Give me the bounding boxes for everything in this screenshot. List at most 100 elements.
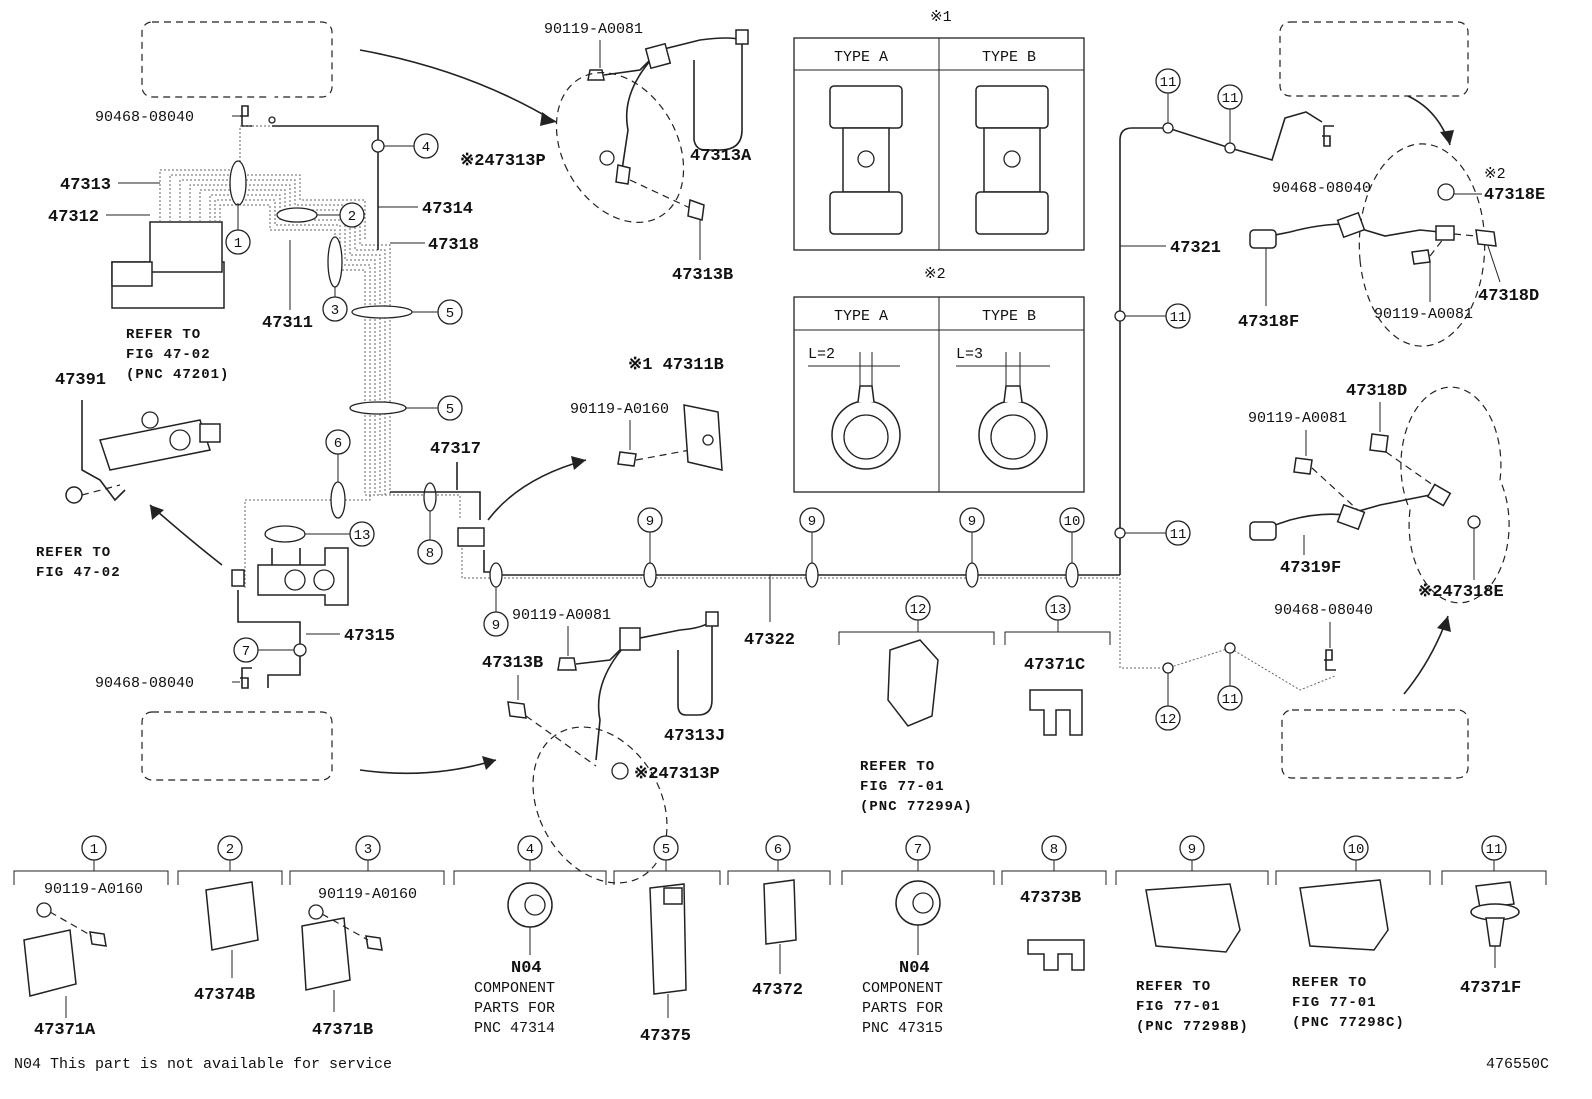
master-cylinder bbox=[99, 419, 211, 471]
legend-10-ref2: FIG 77-01 bbox=[1292, 995, 1377, 1011]
callout-2-top bbox=[339, 202, 365, 228]
callout-5b bbox=[437, 395, 463, 421]
label-90468-b: 90468-08040 bbox=[95, 675, 194, 692]
legend-10-clamp-icon bbox=[1299, 879, 1389, 951]
union-fitting bbox=[457, 527, 485, 547]
label-90119-a: 90119-A0081 bbox=[544, 21, 643, 38]
svg-text:5: 5 bbox=[446, 306, 454, 322]
svg-text:11: 11 bbox=[1222, 692, 1239, 708]
svg-text:10: 10 bbox=[1348, 842, 1365, 858]
svg-text:9: 9 bbox=[1188, 842, 1196, 858]
label-90468-a: 90468-08040 bbox=[95, 109, 194, 126]
type-notes: ※1 TYPE A TYPE B ※2 TYPE A TYPE B L=2 L=… bbox=[793, 9, 1085, 493]
callout-13-top bbox=[349, 521, 375, 547]
clamp-6 bbox=[330, 481, 346, 519]
legend-4-desc2: PARTS FOR bbox=[474, 1000, 555, 1017]
wheel-area-bottom-left bbox=[141, 711, 333, 781]
svg-text:9: 9 bbox=[646, 514, 654, 530]
legend-10-ref3: (PNC 77298C) bbox=[1292, 1015, 1405, 1031]
legend-7-desc1: COMPONENT bbox=[862, 980, 943, 997]
svg-text:9: 9 bbox=[808, 514, 816, 530]
callout-5a bbox=[437, 299, 463, 325]
label-47313J: 47313J bbox=[664, 727, 725, 746]
legend-4-part: N04 bbox=[511, 959, 542, 978]
callout-9-b bbox=[799, 507, 825, 533]
center-assembly: 47317 8 9 9 9 9 10 47322 90 bbox=[390, 21, 1120, 884]
svg-text:4: 4 bbox=[526, 842, 534, 858]
legend-1-screw: 90119-A0160 bbox=[44, 881, 143, 898]
svg-text:1: 1 bbox=[90, 842, 98, 858]
clips-12-13: 12 REFER TO FIG 77-01 (PNC 77299A) 13 47… bbox=[838, 595, 1111, 815]
svg-text:9: 9 bbox=[968, 514, 976, 530]
pipe-end-top-left bbox=[218, 73, 273, 108]
bolt-top bbox=[587, 69, 605, 81]
label-47317: 47317 bbox=[430, 440, 481, 459]
label-47313B-top: 47313B bbox=[672, 266, 733, 285]
label-47321: 47321 bbox=[1170, 239, 1221, 258]
clip-12-icon bbox=[887, 639, 939, 727]
label-47318: 47318 bbox=[428, 236, 479, 255]
svg-text:3: 3 bbox=[331, 303, 339, 319]
type-a-ring-terminal bbox=[808, 352, 901, 470]
label-47318E-mid: ※247318E bbox=[1418, 583, 1504, 602]
legend-2-clamp-icon bbox=[205, 881, 259, 951]
type-b-label-1: TYPE B bbox=[982, 49, 1036, 66]
callout-6 bbox=[325, 429, 351, 455]
svg-text:13: 13 bbox=[1050, 602, 1067, 618]
legend-3-part: 47371B bbox=[312, 1021, 373, 1040]
label-47313P-bot: ※247313P bbox=[634, 765, 720, 784]
callout-9-c bbox=[959, 507, 985, 533]
legend-6-part: 47372 bbox=[752, 981, 803, 1000]
callout-11-b bbox=[1217, 84, 1243, 110]
legend-5-clamp-icon bbox=[649, 883, 687, 995]
legend-9-ref3: (PNC 77298B) bbox=[1136, 1019, 1249, 1035]
legend-9-clamp-icon bbox=[1145, 883, 1241, 953]
type-b-label-2: TYPE B bbox=[982, 308, 1036, 325]
label-47313A: 47313A bbox=[690, 147, 752, 166]
clamp-3 bbox=[327, 236, 343, 288]
svg-text:2: 2 bbox=[226, 842, 234, 858]
legend-4-desc3: PNC 47314 bbox=[474, 1020, 555, 1037]
ref-77299A-l1: REFER TO bbox=[860, 759, 935, 775]
label-47319F: 47319F bbox=[1280, 559, 1341, 578]
clamp-2 bbox=[276, 207, 318, 223]
note-mark-2-right: ※2 bbox=[1484, 166, 1506, 183]
ref-47201-l3: (PNC 47201) bbox=[126, 367, 229, 383]
callout-3-top bbox=[322, 296, 348, 322]
callout-12-bottom bbox=[1155, 705, 1181, 731]
svg-text:11: 11 bbox=[1160, 75, 1177, 91]
legend-7-part: N04 bbox=[899, 959, 930, 978]
legend-7-desc3: PNC 47315 bbox=[862, 1020, 943, 1037]
callout-11-a bbox=[1155, 68, 1181, 94]
label-90119-d: 90119-A0081 bbox=[1374, 306, 1473, 323]
svg-text:8: 8 bbox=[1050, 842, 1058, 858]
svg-text:2: 2 bbox=[348, 209, 356, 225]
ref-77299A-l3: (PNC 77299A) bbox=[860, 799, 973, 815]
type-a-label-1: TYPE A bbox=[834, 49, 888, 66]
svg-text:13: 13 bbox=[354, 528, 371, 544]
svg-text:12: 12 bbox=[1160, 712, 1177, 728]
svg-text:7: 7 bbox=[242, 644, 250, 660]
label-47391: 47391 bbox=[55, 371, 106, 390]
callout-9-left bbox=[483, 611, 509, 637]
legend-6-clamp-icon bbox=[763, 879, 797, 945]
label-90119-e: 90119-A0081 bbox=[1248, 410, 1347, 427]
type-a-clamp-image bbox=[829, 85, 903, 235]
svg-text:11: 11 bbox=[1486, 842, 1503, 858]
label-47311: 47311 bbox=[262, 314, 313, 333]
label-47311B: ※1 47311B bbox=[628, 356, 724, 375]
ref-77299A-l2: FIG 77-01 bbox=[860, 779, 945, 795]
right-assembly: 11 11 47321 11 11 12 11 90468-08040 ※2 bbox=[1114, 21, 1545, 779]
svg-text:7: 7 bbox=[914, 842, 922, 858]
bolt-47313B-bot bbox=[507, 701, 527, 719]
legend-5-part: 47375 bbox=[640, 1027, 691, 1046]
legend-1-part: 47371A bbox=[34, 1021, 96, 1040]
ref-47201-l2: FIG 47-02 bbox=[126, 347, 211, 363]
l2-label: L=2 bbox=[808, 346, 835, 363]
callout-7-top bbox=[233, 637, 259, 663]
callout-11-c bbox=[1165, 303, 1191, 329]
note-mark-1: ※1 bbox=[930, 9, 952, 26]
label-47313B-bot: 47313B bbox=[482, 654, 543, 673]
ref-47-02-l2: FIG 47-02 bbox=[36, 565, 121, 581]
callout-4-top bbox=[413, 133, 439, 159]
